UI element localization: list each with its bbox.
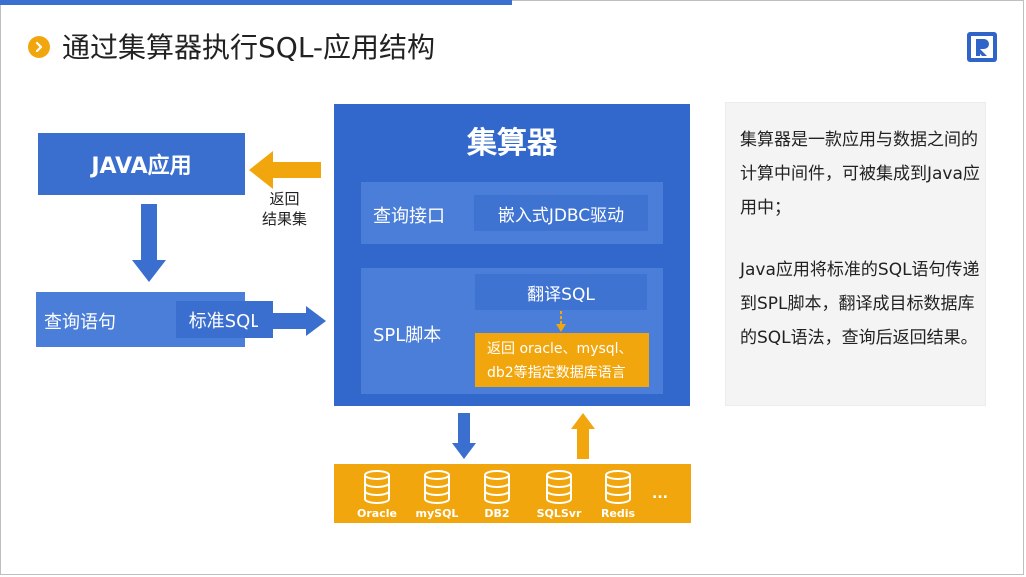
jdbc-label: 嵌入式JDBC驱动 [497, 205, 625, 226]
engine-box: 集算器 查询接口 嵌入式JDBC驱动 SPL脚本 翻译SQL 返回 oracle… [334, 104, 690, 406]
database-label: Redis [600, 507, 636, 520]
database-icon [364, 470, 390, 504]
database-redis: Redis [588, 470, 648, 520]
database-label: SQLSvr [536, 507, 582, 520]
top-accent-bar [0, 0, 512, 5]
interface-label: 查询接口 [373, 206, 445, 227]
description-para-1: 集算器是一款应用与数据之间的计算中间件，可被集成到Java应用中； [740, 130, 980, 218]
java-app-label: JAVA应用 [91, 154, 192, 179]
arrow-down-icon [452, 413, 476, 459]
arrow-up-icon [571, 413, 595, 459]
java-app-box: JAVA应用 [38, 133, 245, 195]
database-icon [424, 470, 450, 504]
standard-sql-label: 标准SQL [188, 310, 261, 332]
query-interface-box: 查询接口 嵌入式JDBC驱动 [361, 182, 663, 244]
arrow-down-icon [132, 204, 166, 282]
arrow-left-icon [249, 151, 321, 189]
database-label: DB2 [484, 507, 510, 520]
spl-label: SPL脚本 [373, 325, 442, 346]
engine-title: 集算器 [467, 126, 557, 161]
query-label: 查询语句 [44, 312, 116, 333]
description-para-2: Java应用将标准的SQL语句传递到SPL脚本，翻译成目标数据库的SQL语法，查… [740, 260, 980, 348]
more-databases: ... [652, 486, 668, 502]
return-line-1: 返回 oracle、mysql、 [487, 341, 633, 357]
return-db-language-box: 返回 oracle、mysql、 db2等指定数据库语言 [475, 333, 649, 387]
translate-sql-box: 翻译SQL [475, 274, 647, 310]
small-arrow-down-icon [556, 311, 566, 332]
return-result-line-1: 返回 [269, 190, 300, 208]
arrow-right-icon [258, 306, 326, 336]
query-statement-box: 查询语句 标准SQL [36, 292, 273, 347]
standard-sql-box: 标准SQL [176, 301, 273, 338]
return-result-line-2: 结果集 [262, 210, 308, 228]
database-label: Oracle [357, 507, 397, 520]
database-sqlsvr: SQLSvr [529, 470, 589, 520]
database-strip: Oracle mySQL DB2 SQLSvr Redis ... [334, 464, 691, 523]
database-oracle: Oracle [347, 470, 407, 520]
logo-icon [967, 32, 997, 62]
jdbc-driver-box: 嵌入式JDBC驱动 [474, 195, 648, 231]
database-db2: DB2 [467, 470, 527, 520]
slide-title: 通过集算器执行SQL-应用结构 [62, 31, 436, 64]
database-icon [605, 470, 631, 504]
translate-label: 翻译SQL [527, 284, 595, 305]
database-label: mySQL [415, 507, 459, 520]
return-line-2: db2等指定数据库语言 [487, 365, 626, 381]
description-panel: 集算器是一款应用与数据之间的计算中间件，可被集成到Java应用中； Java应用… [725, 102, 986, 406]
return-result-label: 返回 结果集 [262, 189, 307, 229]
database-icon [546, 470, 572, 504]
database-mysql: mySQL [407, 470, 467, 520]
database-icon [484, 470, 510, 504]
spl-script-box: SPL脚本 翻译SQL 返回 oracle、mysql、 db2等指定数据库语言 [361, 268, 663, 394]
chevron-right-icon [28, 36, 50, 58]
